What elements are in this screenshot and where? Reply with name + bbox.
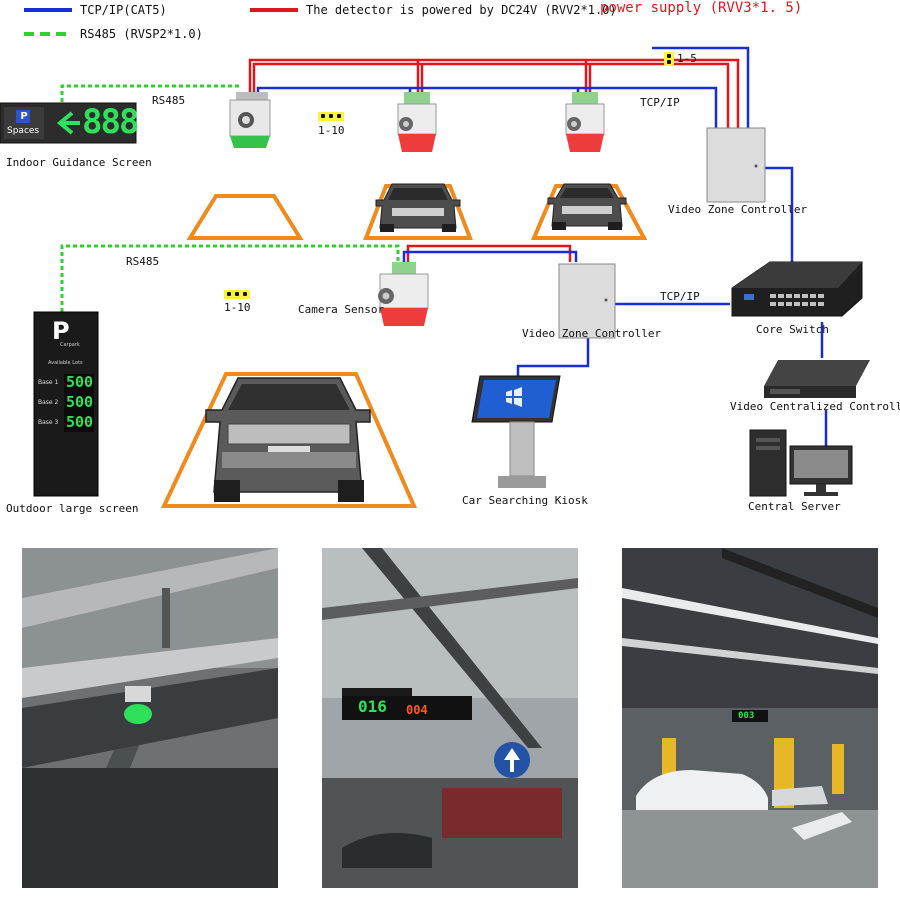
outdoor-row-value: 500 (66, 393, 94, 411)
rs485-cable-mid (60, 244, 400, 312)
outdoor-screen-box (33, 311, 99, 497)
video-zone-controller-1-label: Video Zone Controller (668, 203, 808, 216)
central-server-label: Central Server (748, 500, 841, 513)
outdoor-row-value: 500 (66, 373, 94, 391)
count-power-group: 1-5 (677, 52, 697, 65)
count-dots-top (318, 112, 344, 121)
car-top-3 (547, 183, 627, 230)
tcpip-cable-mid (402, 250, 578, 262)
legend-power-label: The detector is powered by DC24V (RVV2*1… (306, 3, 617, 17)
legend-power-supply-label: power supply (RVV3*1. 5) (600, 0, 803, 16)
outdoor-row-label: Base 2 (38, 399, 59, 406)
camera-sensor-mid (378, 262, 429, 326)
tcpip-label-top: TCP/IP (640, 96, 680, 109)
photo-guidance-sign: 016 004 (322, 548, 578, 888)
camera-sensor-label: Camera Sensor (298, 303, 385, 316)
photo-far-sign-digits: 003 (738, 711, 755, 721)
outdoor-row-label: Base 1 (38, 379, 59, 386)
wiring-layer (0, 8, 870, 508)
power-cable-top-2 (252, 62, 730, 128)
video-centralized-controller-label: Video Centralized Controller (730, 400, 900, 413)
tcpip-label-mid: TCP/IP (660, 290, 700, 303)
indoor-screen-spaces: Spaces (7, 126, 40, 136)
outdoor-row-label: Base 3 (38, 419, 59, 426)
video-zone-controller-1-box (706, 127, 766, 203)
legend-rs485-label: RS485 (RVSP2*1.0) (80, 27, 203, 41)
outdoor-screen-p: P (52, 317, 70, 345)
count-mid-group: 1-10 (224, 301, 251, 314)
parking-bay-empty-top (186, 194, 304, 240)
legend-tcpip-label: TCP/IP(CAT5) (80, 3, 167, 17)
video-centralized-controller-box (764, 360, 870, 398)
count-dots-power (664, 52, 674, 66)
photo-camera-installed (22, 548, 278, 888)
camera-sensor-red-1 (397, 92, 437, 152)
core-switch-box (731, 261, 863, 317)
count-dots-mid (224, 290, 250, 299)
outdoor-screen-available: Available Lots (48, 360, 83, 366)
rs485-label-top: RS485 (152, 94, 186, 107)
count-top-group: 1-10 (318, 124, 345, 137)
outdoor-screen-carpark: Carpark (60, 342, 80, 348)
parking-bay-large (160, 372, 418, 508)
car-large (205, 377, 371, 502)
rs485-label-mid: RS485 (126, 255, 160, 268)
indoor-screen-box (0, 102, 137, 144)
video-zone-controller-2-box (558, 263, 616, 339)
tcpip-controller2-kiosk (516, 338, 590, 378)
car-searching-kiosk-box (471, 375, 561, 488)
photo-sign-left-digits: 016 (358, 697, 387, 716)
tcpip-controller1-switch (765, 166, 794, 262)
camera-sensor-green (229, 92, 271, 148)
car-top-2 (375, 183, 461, 232)
power-cable-mid (406, 244, 572, 262)
core-switch-label: Core Switch (756, 323, 829, 336)
video-zone-controller-2-label: Video Zone Controller (522, 327, 662, 340)
photo-sign-right-digits: 004 (406, 703, 428, 717)
outdoor-large-screen-label: Outdoor large screen (6, 502, 139, 515)
power-supply-feed (652, 46, 750, 128)
rs485-cable-top (60, 84, 240, 102)
central-server-box (749, 429, 853, 497)
outdoor-row-value: 500 (66, 413, 94, 431)
indoor-screen-digits: 888 (82, 102, 139, 142)
indoor-screen-p: P (20, 111, 28, 122)
power-cable-top (248, 58, 740, 128)
indoor-guidance-screen-label: Indoor Guidance Screen (6, 156, 152, 169)
camera-sensor-red-2 (565, 92, 605, 152)
photo-parking-lot: 003 (622, 548, 878, 888)
car-searching-kiosk-label: Car Searching Kiosk (462, 494, 588, 507)
